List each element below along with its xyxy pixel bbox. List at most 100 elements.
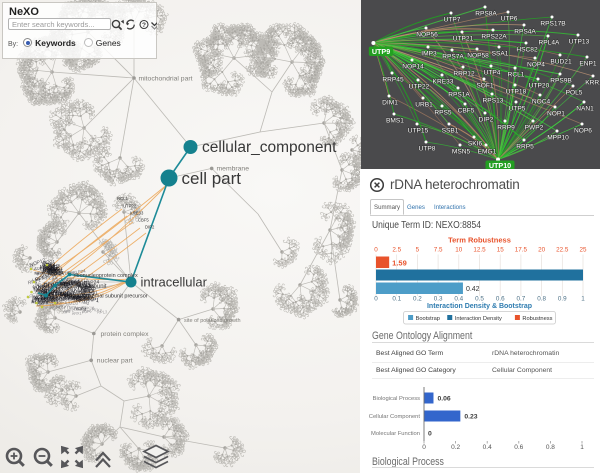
network-gene-node[interactable] [591, 74, 595, 78]
network-gene-label[interactable]: SKI6 [467, 140, 483, 148]
close-details-icon[interactable] [369, 176, 387, 194]
network-gene-label[interactable]: SSB1 [441, 127, 459, 135]
network-hub-label[interactable]: UTP9 [372, 47, 390, 56]
tree-term-node[interactable] [160, 169, 178, 187]
network-gene-node[interactable] [522, 138, 526, 142]
network-gene-node[interactable] [460, 30, 464, 34]
search-mode-label[interactable]: Keywords [35, 38, 76, 48]
network-gene-node[interactable] [440, 104, 444, 108]
network-gene-label[interactable]: UTP5 [508, 105, 526, 113]
network-gene-label[interactable]: RRP5 [516, 143, 535, 151]
network-gene-node[interactable] [472, 135, 476, 139]
help-icon[interactable]: ? [139, 19, 149, 30]
tree-term-node[interactable] [209, 166, 214, 171]
network-gene-label[interactable]: UTP18 [505, 88, 527, 96]
network-gene-label[interactable]: UTP21 [452, 35, 474, 43]
tree-term-label[interactable]: mitochondrial part [139, 75, 193, 82]
network-gene-node[interactable] [416, 78, 420, 82]
network-gene-node[interactable] [555, 129, 559, 133]
network-gene-label[interactable]: RRP12 [453, 70, 476, 78]
network-gene-label[interactable]: BMS1 [385, 117, 404, 125]
network-gene-node[interactable] [585, 55, 589, 59]
network-gene-node[interactable] [390, 71, 394, 75]
network-gene-label[interactable]: RPS17B [540, 20, 567, 28]
search-mode-label[interactable]: Genes [95, 38, 121, 48]
network-gene-node[interactable] [558, 72, 562, 76]
tree-term-node[interactable] [132, 76, 136, 80]
tree-term-node[interactable] [43, 293, 49, 298]
network-gene-node[interactable] [513, 83, 517, 87]
tree-term-label[interactable]: membrane [217, 166, 250, 173]
network-hub-label[interactable]: UTP10 [489, 161, 511, 170]
network-gene-node[interactable] [513, 66, 517, 70]
tree-term-node[interactable] [176, 317, 181, 322]
network-gene-label[interactable]: MSN5 [451, 148, 471, 156]
network-gene-node[interactable] [415, 122, 419, 126]
network-gene-label[interactable]: UTP4 [483, 69, 501, 77]
collapse-panel-icon[interactable] [151, 22, 158, 30]
network-gene-label[interactable]: RPS22A [481, 33, 508, 41]
network-gene-label[interactable]: URB1 [415, 101, 434, 109]
network-gene-label[interactable]: RPS5 [434, 109, 453, 117]
network-gene-label[interactable]: NAN1 [576, 105, 595, 113]
network-gene-node[interactable] [447, 122, 451, 126]
network-gene-node[interactable] [536, 77, 540, 81]
network-gene-node[interactable] [483, 5, 487, 9]
network-gene-node[interactable] [458, 143, 462, 147]
tree-gene-label[interactable]: CBF5 [138, 218, 149, 223]
tree-term-node[interactable] [53, 283, 57, 288]
tree-term-label[interactable]: ribonucleoprotein complex [74, 273, 138, 279]
tree-term-label[interactable]: intracellular [141, 275, 208, 290]
network-gene-node[interactable] [449, 11, 453, 15]
network-gene-node[interactable] [522, 23, 526, 27]
network-gene-label[interactable]: NOC4 [531, 98, 551, 106]
network-gene-label[interactable]: NOP14 [402, 63, 425, 71]
network-gene-label[interactable]: DIP2 [478, 116, 494, 124]
network-gene-node[interactable] [461, 65, 465, 69]
network-gene-label[interactable]: RRP9 [497, 124, 516, 132]
tree-term-node[interactable] [183, 140, 198, 154]
network-gene-label[interactable]: SOF1 [476, 82, 495, 90]
layers-button[interactable] [142, 444, 170, 469]
network-gene-label[interactable]: RPS8A [475, 10, 498, 18]
search-mode-radio-genes[interactable] [83, 38, 93, 47]
network-gene-label[interactable]: PWP2 [524, 124, 544, 132]
network-gene-node[interactable] [489, 64, 493, 68]
network-gene-label[interactable]: HSC82 [516, 46, 539, 54]
network-gene-label[interactable]: UTP13 [568, 38, 590, 46]
raise-button[interactable] [95, 451, 111, 468]
network-gene-node[interactable] [533, 56, 537, 60]
network-gene-label[interactable]: RRP45 [382, 76, 405, 84]
network-gene-label[interactable]: SSA1 [491, 50, 509, 58]
network-gene-label[interactable]: CBF5 [457, 107, 475, 115]
network-gene-node[interactable] [475, 47, 479, 51]
network-gene-node[interactable] [490, 92, 494, 96]
network-gene-label[interactable]: POL5 [565, 89, 583, 97]
zoom-out-button[interactable] [33, 447, 53, 467]
network-gene-label[interactable]: RPS1A [448, 91, 471, 99]
network-gene-node[interactable] [484, 143, 488, 147]
network-gene-node[interactable] [538, 93, 542, 97]
tree-term-node[interactable] [125, 276, 137, 288]
search-icon[interactable] [111, 19, 123, 31]
network-gene-label[interactable]: KRR1 [585, 79, 600, 87]
tree-term-node[interactable] [92, 331, 96, 336]
network-gene-label[interactable]: RPL4A [538, 39, 561, 47]
network-gene-node[interactable] [426, 45, 430, 49]
tree-gene-label[interactable]: DIP2 [145, 225, 155, 230]
network-gene-label[interactable]: UTP20 [528, 82, 550, 90]
search-mode-radio-keywords[interactable] [23, 38, 33, 47]
network-gene-label[interactable]: KRE33 [432, 78, 454, 86]
tree-term-node[interactable] [89, 358, 93, 363]
refresh-icon[interactable] [120, 19, 135, 30]
network-gene-label[interactable]: RPS9B [550, 77, 573, 85]
network-gene-label[interactable]: BUD21 [550, 58, 573, 66]
network-gene-node[interactable] [456, 86, 460, 90]
network-gene-label[interactable]: NOP6 [573, 127, 592, 135]
network-gene-label[interactable]: NOP1 [546, 110, 565, 118]
network-gene-node[interactable] [440, 73, 444, 77]
tree-gene-label[interactable]: KRE33 [130, 211, 144, 216]
network-gene-node[interactable] [410, 58, 414, 62]
network-gene-label[interactable]: DIM1 [382, 99, 399, 107]
network-gene-node[interactable] [463, 102, 467, 106]
